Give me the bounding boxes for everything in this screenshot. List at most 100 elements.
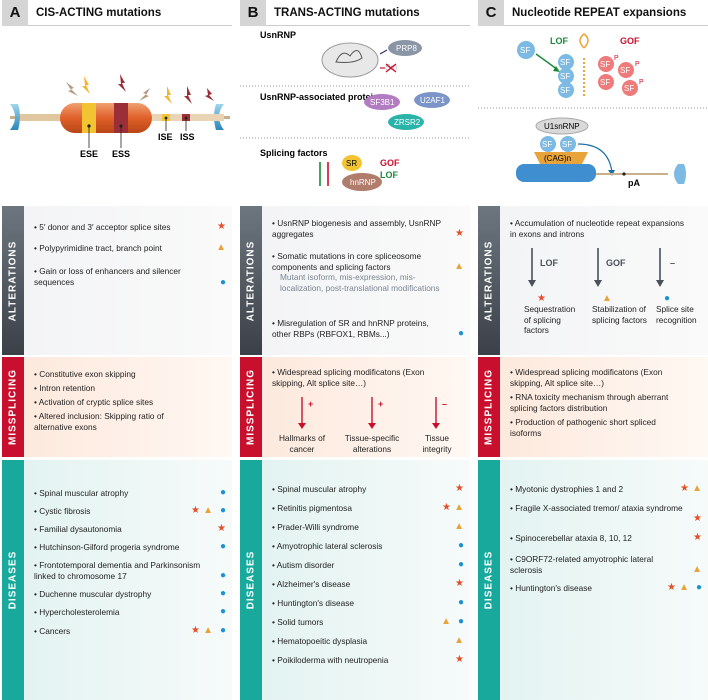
alteration-outcome: Splice site recognition <box>656 304 697 325</box>
diseases-section: DISEASES • Myotonic dystrophies 1 and 2★… <box>478 460 708 700</box>
exon <box>60 103 152 133</box>
star-marker: ★ <box>455 483 464 494</box>
disease-item: • Familial dysautonomia★ <box>34 523 226 535</box>
missplicing-arrows: + + – <box>298 397 447 429</box>
disease-item: • Myotonic dystrophies 1 and 2★▲ <box>510 483 702 495</box>
label-lof: LOF <box>380 170 398 180</box>
svg-text:SF: SF <box>600 78 610 87</box>
circle-marker: ● <box>219 505 226 516</box>
band-alterations: ALTERATIONS <box>2 206 24 355</box>
triangle-marker: ▲ <box>441 616 451 627</box>
column-letter: B <box>240 0 266 26</box>
svg-text:–: – <box>670 258 675 268</box>
band-missplicing: MISSPLICING <box>2 357 24 457</box>
triangle-marker: ▲ <box>454 521 464 532</box>
svg-text:(CAG)n: (CAG)n <box>544 154 571 163</box>
label-zrsr2: ZRSR2 <box>394 118 421 127</box>
missplicing-item: • RNA toxicity mechanism through aberran… <box>510 392 669 413</box>
band-diseases: DISEASES <box>240 460 262 700</box>
missplicing-item: • Widespread splicing modificatons (Exon… <box>272 367 425 388</box>
alteration-item: • Gain or loss of enhancers and silencer… <box>34 266 181 287</box>
circle-marker: ● <box>219 625 226 636</box>
triangle-marker: ▲ <box>679 582 689 593</box>
cis-illustration: ESE ESS ISE ISS <box>2 26 232 206</box>
label-gof: GOF <box>380 158 400 168</box>
missplicing-item: • Altered inclusion: Skipping ratio of a… <box>34 411 164 432</box>
svg-text:+: + <box>378 399 383 409</box>
triangle-marker: ▲ <box>454 261 464 272</box>
alteration-item: • 5′ donor and 3′ acceptor splice sites★ <box>34 221 226 233</box>
disease-item: • Fragile X-associated tremor/ ataxia sy… <box>510 503 683 513</box>
alterations-section: ALTERATIONS • 5′ donor and 3′ acceptor s… <box>2 206 232 355</box>
svg-text:P: P <box>614 55 619 62</box>
missplicing-outcome: Tissue integrity <box>422 433 452 454</box>
repeat-illustration: SF LOF SF SF SF GOF SF SF SF SF P P P U1… <box>478 26 708 206</box>
triangle-marker: ▲ <box>216 242 226 253</box>
circle-marker: ● <box>219 487 226 498</box>
label-hnrnp: hnRNP <box>350 178 376 187</box>
disease-item: • Autism disorder● <box>272 559 464 571</box>
star-marker: ★ <box>680 483 689 494</box>
diseases-section: DISEASES • Spinal muscular atrophy● • Cy… <box>2 460 232 700</box>
diseases-section: DISEASES • Spinal muscular atrophy★ • Re… <box>240 460 470 700</box>
column-title: CIS-ACTING mutations <box>36 6 162 19</box>
cap-left <box>10 104 20 130</box>
star-marker: ★ <box>191 505 200 516</box>
svg-text:GOF: GOF <box>606 258 626 268</box>
star-marker: ★ <box>217 523 226 534</box>
alteration-outcome: Stabilization of splicing factors <box>592 304 647 325</box>
label-u2af1: U2AF1 <box>420 96 445 105</box>
column-repeat-expansions: C Nucleotide REPEAT expansions SF LOF SF… <box>478 0 708 700</box>
svg-text:GOF: GOF <box>620 36 640 46</box>
band-diseases: DISEASES <box>478 460 500 700</box>
svg-text:SF: SF <box>624 84 634 93</box>
column-header: B TRANS-ACTING mutations <box>240 0 470 26</box>
missplicing-section: MISSPLICING • Widespread splicing modifi… <box>478 357 708 457</box>
alteration-outcome: Sequestration of splicing factors <box>524 304 576 335</box>
alteration-item: • UsnRNP biogenesis and assembly, UsnRNP… <box>272 218 441 239</box>
pre-mrna-diagram: ESE ESS ISE ISS <box>10 74 230 159</box>
svg-text:SF: SF <box>560 72 570 81</box>
alteration-subitem: Mutant isoform, mis-expression, mis-loca… <box>280 272 440 293</box>
svg-text:LOF: LOF <box>550 36 568 46</box>
star-marker: ★ <box>693 513 702 524</box>
disease-item: • Cancers★▲● <box>34 625 226 637</box>
column-cis-acting: A CIS-ACTING mutations <box>2 0 232 700</box>
trans-diagram: UsnRNP PRP8 Sm UsnRNP-associated protein… <box>240 30 470 191</box>
svg-text:P: P <box>639 79 644 86</box>
disease-item: • Duchenne muscular dystrophy● <box>34 588 226 600</box>
star-marker: ★ <box>442 502 451 513</box>
circle-marker: ● <box>457 616 464 627</box>
label-iss: ISS <box>180 132 195 142</box>
svg-text:SF: SF <box>600 60 610 69</box>
label-assoc: UsnRNP-associated proteins <box>260 92 384 102</box>
alteration-item: • Accumulation of nucleotide repeat expa… <box>510 218 685 239</box>
disease-item: • Cystic fibrosis★▲● <box>34 505 226 517</box>
band-missplicing: MISSPLICING <box>478 357 500 457</box>
band-alterations: ALTERATIONS <box>478 206 500 355</box>
trans-illustration: UsnRNP PRP8 Sm UsnRNP-associated protein… <box>240 26 470 206</box>
disease-item: • C9ORF72-related amyotrophic lateral sc… <box>510 554 654 575</box>
svg-text:SF: SF <box>620 66 630 75</box>
triangle-marker: ▲ <box>454 635 464 646</box>
star-marker: ★ <box>455 578 464 589</box>
svg-text:U1snRNP: U1snRNP <box>544 122 580 131</box>
label-usnrnp: UsnRNP <box>260 30 296 40</box>
label-ese: ESE <box>80 149 98 159</box>
circle-marker: ● <box>457 597 464 608</box>
band-alterations: ALTERATIONS <box>240 206 262 355</box>
disease-item: • Spinocerebellar ataxia 8, 10, 12★ <box>510 532 702 544</box>
column-trans-acting: B TRANS-ACTING mutations UsnRNP PRP8 Sm … <box>240 0 470 700</box>
alteration-arrows: LOF GOF – ★ ▲ ● <box>528 248 675 304</box>
disease-item: • Solid tumors▲● <box>272 616 464 628</box>
circle-marker: ● <box>457 540 464 551</box>
circle-marker: ● <box>219 570 226 581</box>
label-ise: ISE <box>158 132 173 142</box>
disease-item: • Spinal muscular atrophy● <box>34 487 226 499</box>
star-marker: ★ <box>455 654 464 665</box>
disease-item: • Hypercholesterolemia● <box>34 606 226 618</box>
missplicing-outcome: Tissue-specific alterations <box>344 433 400 454</box>
missplicing-item: • Widespread splicing modificatons (Exon… <box>510 367 663 388</box>
label-sf3b1: SF3B1 <box>370 98 395 107</box>
disease-item: • Amyotrophic lateral sclerosis● <box>272 540 464 552</box>
